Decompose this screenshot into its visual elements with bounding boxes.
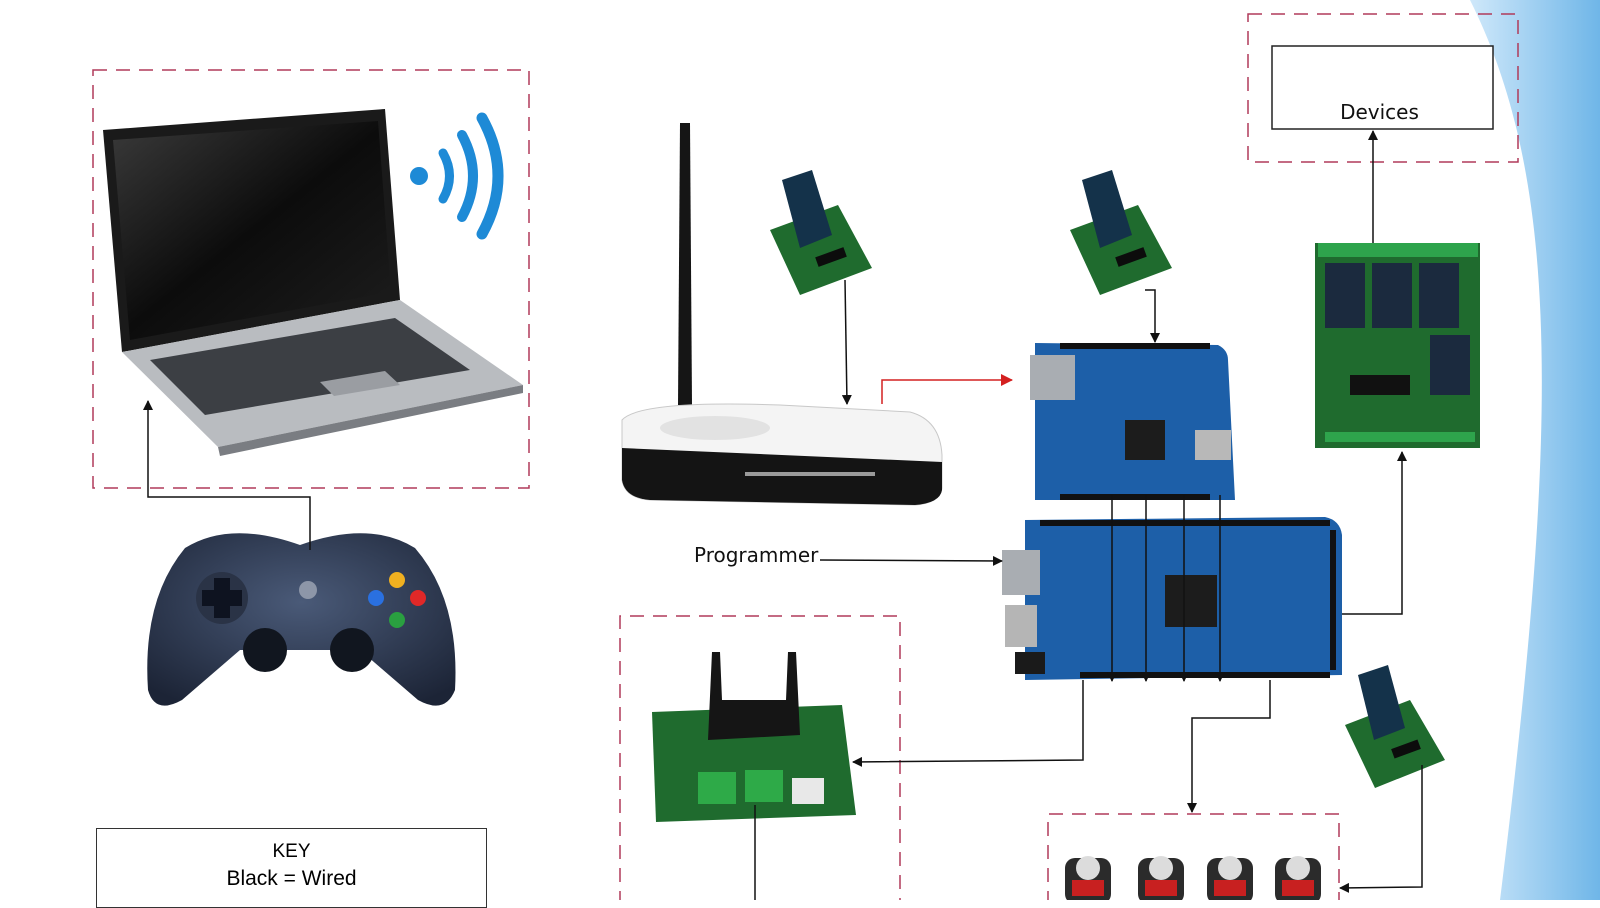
sensor-shield-wire — [1145, 289, 1160, 343]
gamepad-icon — [147, 533, 456, 706]
sensor-module-icon — [1070, 170, 1172, 295]
motor-driver-icon — [652, 652, 856, 822]
servo-motor-icon — [1065, 856, 1111, 900]
key-title: KEY — [272, 841, 311, 862]
relay-board-icon — [1315, 243, 1480, 448]
programmer-wire — [819, 555, 1003, 566]
mega-servo-wire — [1187, 680, 1271, 813]
servo-motor-icon — [1138, 856, 1184, 900]
devices-box — [1271, 45, 1494, 130]
laptop-group-box — [92, 69, 530, 489]
servo-group-box — [1047, 813, 1340, 900]
laptop-icon — [103, 109, 523, 456]
arduino-ethernet-shield-icon — [1030, 343, 1235, 500]
driver-group-box — [619, 615, 901, 900]
router-shield-wireless-link — [881, 374, 1013, 404]
sensor-router-wire — [841, 279, 852, 405]
devices-group-box — [1247, 13, 1519, 163]
mega-relay-wire — [1342, 451, 1407, 615]
gamepad-laptop-wire — [143, 400, 311, 550]
devices-label: Devices — [1340, 100, 1419, 124]
wifi-router-icon — [621, 123, 943, 506]
programmer-label: Programmer — [694, 543, 819, 567]
sensor-module-icon — [1345, 665, 1445, 788]
servo-motor-icon — [1207, 856, 1253, 900]
sensor-servo-wire — [1339, 765, 1423, 893]
key-legend: KEY Black = Wired — [96, 828, 487, 908]
sensor-module-icon — [770, 170, 872, 295]
background-wave — [1470, 0, 1600, 900]
arduino-mega-icon — [1002, 517, 1342, 680]
mega-driver-wire — [852, 680, 1084, 767]
servo-motor-icon — [1275, 856, 1321, 900]
wifi-signal-icon — [410, 112, 504, 240]
key-wired-entry: Black = Wired — [226, 867, 357, 890]
